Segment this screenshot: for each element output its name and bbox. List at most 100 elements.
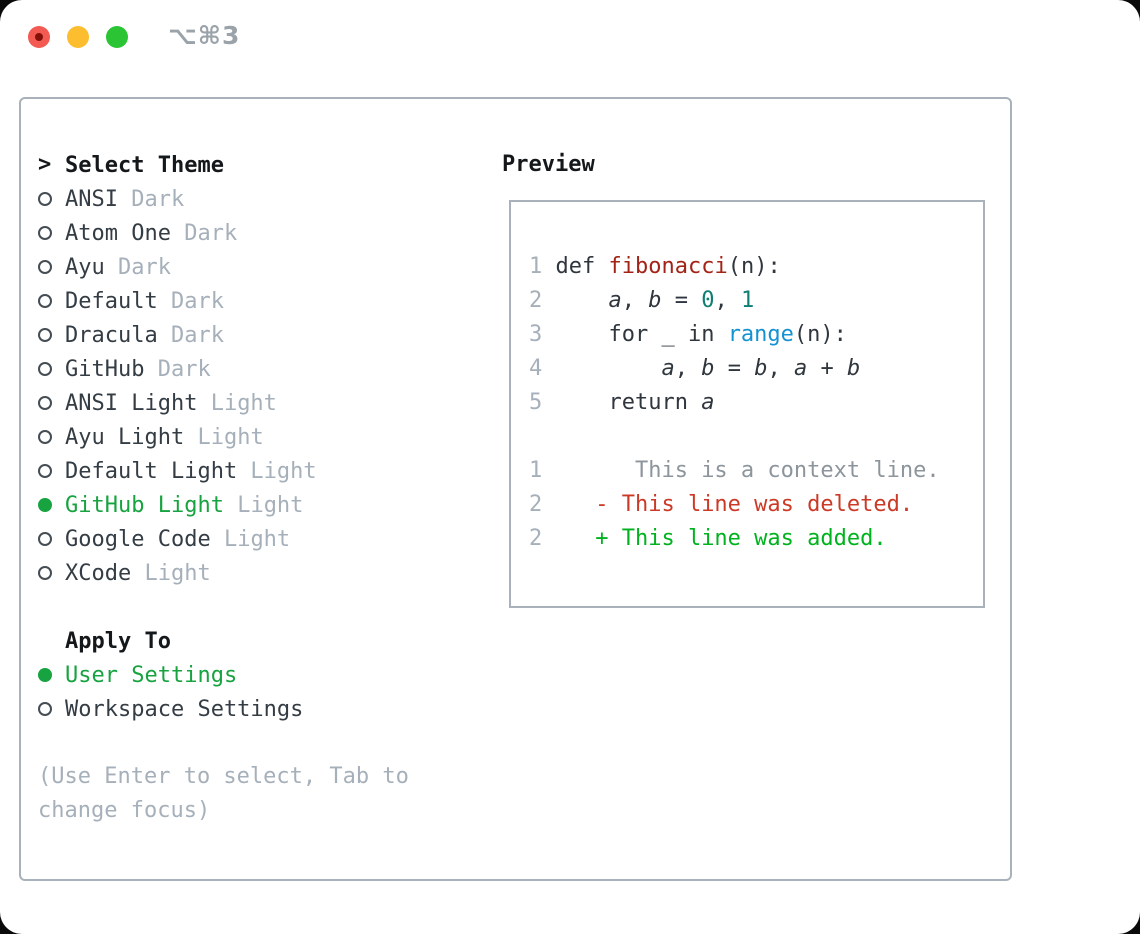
code-segment: , xyxy=(674,356,702,381)
radio-prefix xyxy=(38,284,65,318)
radio-icon xyxy=(38,294,52,308)
option-label: ANSI xyxy=(65,186,118,212)
keyboard-shortcut-label: ⌥⌘3 xyxy=(168,21,241,50)
code-segment: for _ in xyxy=(542,322,728,347)
code-segment: a xyxy=(661,356,675,381)
preview-title: Preview xyxy=(502,152,595,177)
close-button[interactable] xyxy=(28,26,50,48)
code-segment xyxy=(542,288,608,313)
prompt-caret-icon: > xyxy=(38,152,52,177)
line-number: 2 xyxy=(529,288,543,313)
code-segment: def xyxy=(542,254,609,279)
radio-icon xyxy=(38,396,52,410)
radio-icon xyxy=(38,226,52,240)
code-segment: return xyxy=(542,390,702,415)
option-label: Ayu Light xyxy=(65,424,185,450)
code-segment: This is a context line. xyxy=(542,458,940,483)
code-segment: fibonacci xyxy=(608,254,728,279)
code-segment: - This line was deleted. xyxy=(542,492,914,517)
option-label: Atom One xyxy=(65,220,171,246)
option-label: Google Code xyxy=(65,526,211,552)
theme-variant-label: Light xyxy=(197,390,277,416)
radio-prefix xyxy=(38,420,65,454)
option-label: Workspace Settings xyxy=(65,696,304,722)
code-segment: + xyxy=(807,356,847,381)
theme-variant-label: Light xyxy=(223,492,304,518)
radio-icon xyxy=(38,328,52,342)
theme-option-github[interactable]: GitHub Dark xyxy=(38,352,488,386)
code-segment: , xyxy=(621,288,649,313)
radio-prefix xyxy=(38,250,65,284)
theme-list-title: Select Theme xyxy=(65,152,224,178)
line-number: 4 xyxy=(529,356,543,381)
code-segment: b xyxy=(701,356,715,381)
preview-line: 1 def fibonacci(n): xyxy=(529,250,940,284)
theme-variant-label: Dark xyxy=(157,288,224,314)
code-segment xyxy=(542,356,661,381)
theme-option-ayu-light[interactable]: Ayu Light Light xyxy=(38,420,488,454)
line-number: 3 xyxy=(529,322,543,347)
prompt-prefix: > xyxy=(38,148,65,182)
code-segment: a xyxy=(608,288,622,313)
radio-prefix xyxy=(38,692,65,726)
minimize-button[interactable] xyxy=(67,26,89,48)
close-dot-icon xyxy=(35,33,43,41)
theme-option-ansi[interactable]: ANSI Dark xyxy=(38,182,488,216)
option-label: Dracula xyxy=(65,322,158,348)
theme-option-ayu[interactable]: Ayu Dark xyxy=(38,250,488,284)
radio-prefix xyxy=(38,522,65,556)
theme-variant-label: Light xyxy=(131,560,211,586)
radio-icon xyxy=(38,566,52,580)
radio-selected-icon xyxy=(38,668,52,682)
theme-option-default-light[interactable]: Default Light Light xyxy=(38,454,488,488)
apply-option-user-settings[interactable]: User Settings xyxy=(38,658,488,692)
radio-icon xyxy=(38,532,52,546)
code-segment: = xyxy=(714,356,755,381)
radio-prefix xyxy=(38,556,65,590)
theme-option-default[interactable]: Default Dark xyxy=(38,284,488,318)
theme-variant-label: Dark xyxy=(104,254,171,280)
code-segment: (n): xyxy=(793,322,847,347)
option-label: ANSI Light xyxy=(65,390,198,416)
preview-line: 5 return a xyxy=(529,386,940,420)
code-segment: 1 xyxy=(740,288,755,313)
theme-variant-label: Light xyxy=(184,424,264,450)
code-segment: range xyxy=(727,322,794,347)
apply-to-title: Apply To xyxy=(65,628,171,654)
hint-text: (Use Enter to select, Tab to change focu… xyxy=(38,764,409,823)
theme-option-ansi-light[interactable]: ANSI Light Light xyxy=(38,386,488,420)
preview-line: 2 + This line was added. xyxy=(529,522,940,556)
code-segment: (n): xyxy=(727,254,781,279)
radio-icon xyxy=(38,430,52,444)
code-segment: a xyxy=(701,390,715,415)
option-label: User Settings xyxy=(65,662,238,688)
code-segment: , xyxy=(714,288,741,313)
theme-option-xcode[interactable]: XCode Light xyxy=(38,556,488,590)
theme-variant-label: Light xyxy=(210,526,291,552)
preview-line: 4 a, b = b, a + b xyxy=(529,352,940,386)
apply-option-workspace-settings[interactable]: Workspace Settings xyxy=(38,692,488,726)
line-number: 2 xyxy=(529,526,543,551)
radio-prefix xyxy=(38,318,65,352)
apply-to-prefix xyxy=(38,624,65,658)
theme-option-atom-one[interactable]: Atom One Dark xyxy=(38,216,488,250)
code-segment: b xyxy=(846,356,861,381)
theme-variant-label: Dark xyxy=(144,356,211,382)
option-label: GitHub Light xyxy=(65,492,224,518)
code-segment: a xyxy=(793,356,808,381)
radio-prefix xyxy=(38,454,65,488)
zoom-button[interactable] xyxy=(106,26,128,48)
radio-selected-icon xyxy=(38,498,52,512)
theme-option-github-light[interactable]: GitHub Light Light xyxy=(38,488,488,522)
theme-variant-label: Dark xyxy=(170,220,238,246)
code-segment: + This line was added. xyxy=(542,526,887,551)
preview-line: 3 for _ in range(n): xyxy=(529,318,940,352)
theme-option-dracula[interactable]: Dracula Dark xyxy=(38,318,488,352)
theme-option-google-code[interactable]: Google Code Light xyxy=(38,522,488,556)
radio-prefix xyxy=(38,488,65,522)
